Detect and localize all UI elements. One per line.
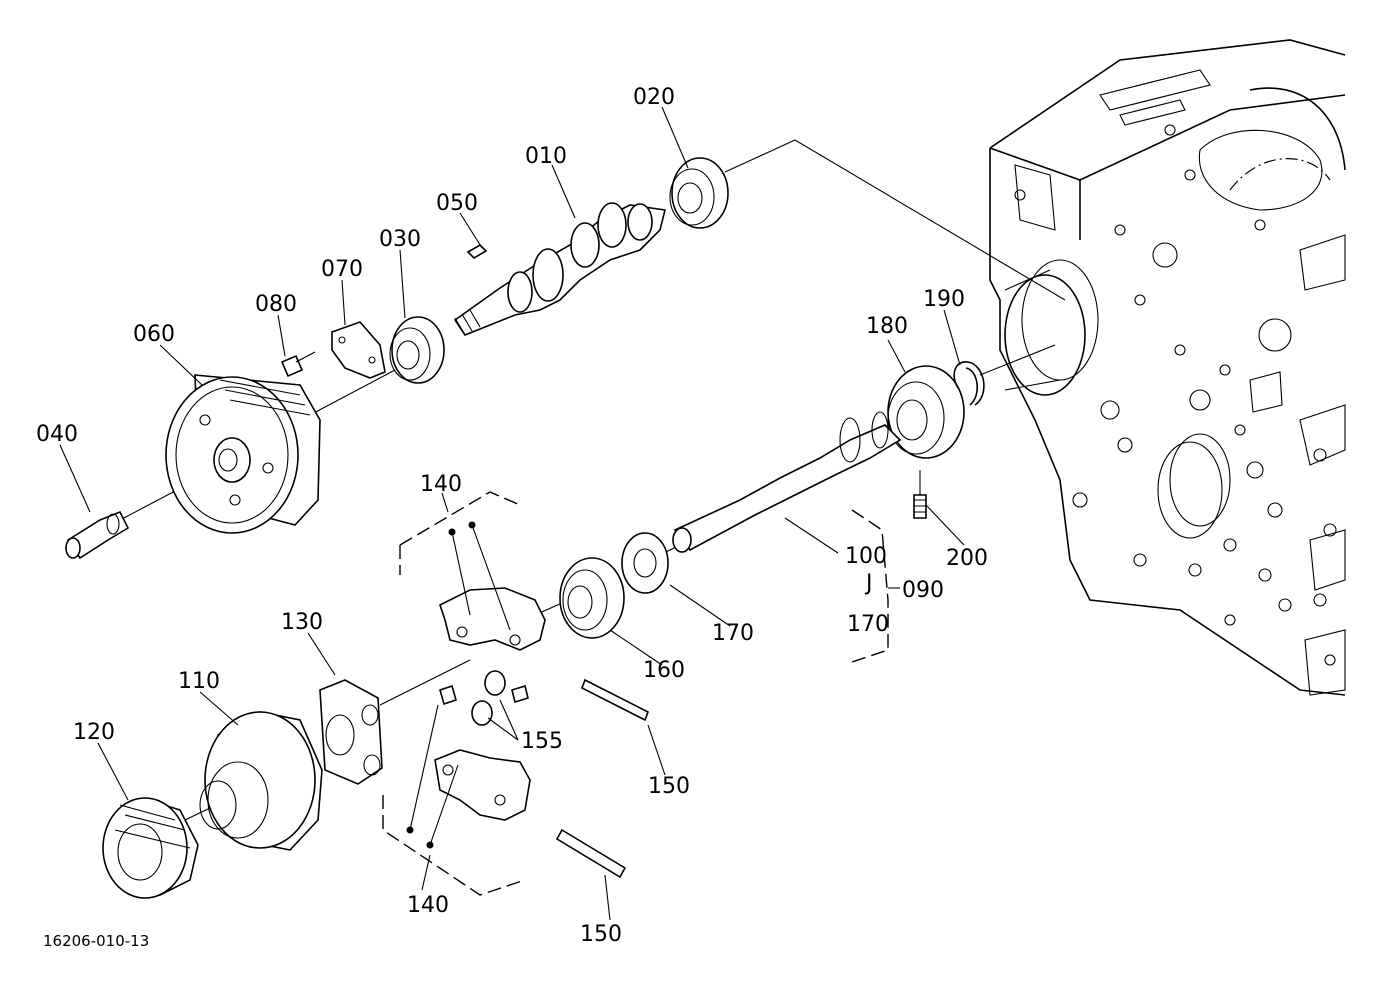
- bearing-180: [887, 365, 965, 459]
- label-190: 190: [923, 287, 965, 312]
- bearing-030: [389, 316, 445, 384]
- part-labels: 020 010 050 030 070 080 060 040 180 190 …: [36, 85, 988, 950]
- label-170: 170: [712, 621, 754, 646]
- retainer-070: [331, 321, 386, 379]
- label-150-top: 150: [648, 774, 690, 799]
- label-030: 030: [379, 227, 421, 252]
- label-010: 010: [525, 144, 567, 169]
- label-140-top: 140: [420, 472, 462, 497]
- label-155: 155: [521, 729, 563, 754]
- document-id: 16206-010-13: [43, 932, 149, 950]
- pins-150: [555, 678, 650, 879]
- label-050: 050: [436, 191, 478, 216]
- governor-shaft-100: [672, 411, 902, 553]
- label-040: 040: [36, 422, 78, 447]
- snap-ring-190: [953, 361, 985, 406]
- key-050: [466, 243, 488, 260]
- washer-170: [621, 532, 669, 594]
- label-100: 100: [845, 544, 887, 569]
- label-090: 090: [902, 578, 944, 603]
- label-180: 180: [866, 314, 908, 339]
- bearing-020: [669, 157, 729, 229]
- bracket-mark: J: [864, 571, 873, 596]
- label-200: 200: [946, 546, 988, 571]
- label-150-bottom: 150: [580, 922, 622, 947]
- label-060: 060: [133, 322, 175, 347]
- governor-weight-140-bottom: [406, 704, 531, 849]
- engine-block: [989, 39, 1346, 696]
- label-110: 110: [178, 669, 220, 694]
- governor-weight-140-top: [439, 521, 546, 651]
- sleeve-160: [559, 557, 625, 639]
- bracket-130: [319, 679, 383, 785]
- governor-housing-110: [199, 711, 323, 851]
- label-140-bottom: 140: [407, 893, 449, 918]
- group-brackets: [382, 491, 900, 896]
- bushings-155: [439, 670, 529, 726]
- camshaft-010: [453, 202, 666, 336]
- label-leader-lines: [59, 106, 965, 921]
- label-160: 160: [643, 658, 685, 683]
- label-070: 070: [321, 257, 363, 282]
- label-130: 130: [281, 610, 323, 635]
- label-120: 120: [73, 720, 115, 745]
- shaft-040: [65, 510, 130, 560]
- bolt-080: [280, 351, 316, 378]
- label-080: 080: [255, 292, 297, 317]
- gear-120: [102, 797, 199, 899]
- label-020: 020: [633, 85, 675, 110]
- cam-gear-060: [165, 374, 321, 534]
- label-170-group: 170: [847, 612, 889, 637]
- set-screw-200: [913, 494, 927, 519]
